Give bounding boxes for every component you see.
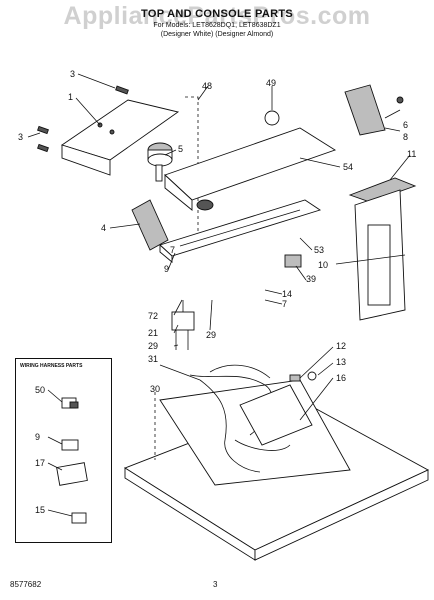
bracket-16 (239, 384, 313, 446)
console-panel (164, 110, 337, 211)
doc-number: 8577682 (10, 580, 42, 589)
side-bracket (348, 177, 417, 321)
callout-7a: 7 (170, 245, 175, 255)
page-number: 3 (213, 580, 218, 589)
inset-callout-50: 50 (35, 385, 45, 395)
switch-39 (284, 254, 302, 268)
page-title: TOP AND CONSOLE PARTS (141, 8, 293, 20)
leader-lines (27, 73, 411, 460)
inset-callout-9: 9 (35, 432, 40, 442)
inset-callout-17: 17 (35, 458, 45, 468)
console-rail (159, 199, 322, 263)
callout-48: 48 (202, 81, 212, 91)
inset-parts (47, 389, 88, 524)
callout-5: 5 (178, 144, 183, 154)
inset-callouts: 50 9 17 15 (35, 385, 45, 515)
screws-3 (37, 85, 129, 153)
model-line: For Models: LET8628DQ1, LET8638DZ1 (153, 22, 281, 29)
callout-21: 21 (148, 328, 158, 338)
callout-3b: 3 (18, 132, 23, 142)
callout-11: 11 (407, 149, 416, 159)
callout-29b: 29 (206, 330, 216, 340)
callout-8: 8 (403, 132, 408, 142)
callout-6: 6 (403, 120, 408, 130)
callout-4: 4 (101, 223, 106, 233)
callout-53: 53 (314, 245, 324, 255)
callout-49: 49 (266, 78, 276, 88)
inset-callout-15: 15 (35, 505, 45, 515)
callout-16: 16 (336, 373, 346, 383)
console-back-panel (60, 99, 180, 176)
wiring-harness (189, 364, 291, 473)
callout-54: 54 (343, 162, 353, 172)
callout-30: 30 (150, 384, 160, 394)
inset-title: WIRING HARNESS PARTS (20, 363, 83, 369)
callout-10: 10 (318, 260, 328, 270)
motor-assembly (171, 300, 195, 350)
variant-line: (Designer White) (Designer Almond) (160, 31, 274, 38)
callout-39: 39 (306, 274, 316, 284)
callout-7b: 7 (282, 299, 287, 309)
callout-14: 14 (282, 289, 292, 299)
callout-31: 31 (148, 354, 158, 364)
callout-13: 13 (336, 357, 346, 367)
cabinet-top (124, 379, 429, 561)
callout-3a: 3 (70, 69, 75, 79)
callout-1: 1 (68, 92, 73, 102)
callout-9: 9 (164, 264, 169, 274)
wiring-harness-inset: WIRING HARNESS PARTS (15, 358, 112, 543)
end-cap-left (131, 199, 169, 251)
callout-29a: 29 (148, 341, 158, 351)
clips (289, 371, 317, 382)
callouts: 3 1 3 48 5 49 6 8 54 11 4 7 9 53 10 39 1… (18, 69, 416, 394)
callout-72: 72 (148, 311, 158, 321)
callout-12: 12 (336, 341, 346, 351)
end-cap-right (344, 84, 404, 136)
